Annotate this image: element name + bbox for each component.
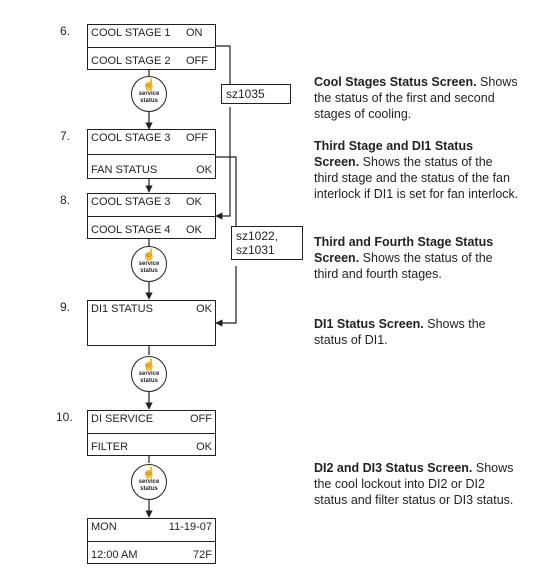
step-number: 8. [60, 193, 71, 207]
screen-value: OK [186, 224, 202, 236]
service-status-button[interactable]: ☝ service status [131, 464, 167, 500]
button-label: status [140, 378, 158, 384]
pointing-hand-icon: ☝ [142, 467, 156, 479]
description-title: DI1 Status Screen. [314, 317, 424, 331]
screen-value: OFF [186, 55, 208, 67]
home-screen: MON 11-19-07 12:00 AM 72F [87, 518, 216, 564]
lcd-screen: DI1 STATUS OK [87, 300, 216, 346]
step-number: 9. [60, 300, 71, 314]
description: Cool Stages Status Screen. Shows the sta… [314, 74, 519, 122]
time-label: 12:00 AM [91, 549, 138, 561]
pointing-hand-icon: ☝ [142, 249, 156, 261]
screen-value: OFF [186, 132, 208, 144]
screen-label: COOL STAGE 3 [91, 196, 171, 208]
lcd-screen: DI SERVICE OFF FILTER OK [87, 410, 216, 456]
screen-divider [88, 541, 215, 542]
description-title: Cool Stages Status Screen. [314, 75, 477, 89]
screen-value: OK [196, 303, 212, 315]
description: Third and Fourth Stage Status Screen. Sh… [314, 234, 519, 282]
screen-label: DI1 STATUS [91, 303, 153, 315]
lcd-screen: COOL STAGE 1 ON COOL STAGE 2 OFF [87, 24, 216, 70]
screen-label: DI SERVICE [91, 413, 154, 425]
description: Third Stage and DI1 Status Screen. Shows… [314, 138, 519, 202]
button-label: service [138, 91, 160, 97]
screen-label: COOL STAGE 3 [91, 132, 171, 144]
screen-divider [88, 216, 215, 217]
screen-divider [88, 433, 215, 434]
pointing-hand-icon: ☝ [142, 79, 156, 91]
service-status-button[interactable]: ☝ service status [131, 76, 167, 112]
screen-label: COOL STAGE 1 [91, 27, 171, 39]
screen-label: FAN STATUS [91, 164, 158, 176]
pointing-hand-icon: ☝ [142, 359, 156, 371]
step-number: 6. [60, 24, 71, 38]
screen-value: OK [186, 196, 202, 208]
button-label: service [138, 371, 160, 377]
date-value: 11-19-07 [168, 521, 212, 533]
button-label: status [140, 98, 158, 104]
description-body: Shows the status of the first and second… [314, 75, 518, 121]
reference-box: sz1035 [221, 84, 291, 104]
screen-value: OFF [190, 413, 212, 425]
temp-value: 72F [193, 549, 212, 561]
description: DI2 and DI3 Status Screen. Shows the coo… [314, 460, 519, 508]
button-label: status [140, 268, 158, 274]
screen-value: OK [196, 164, 212, 176]
button-label: status [140, 486, 158, 492]
description-title: Third Stage and DI1 Status Screen. [314, 139, 474, 169]
step-number: 7. [60, 129, 71, 143]
screen-divider [88, 154, 215, 155]
screen-value: OK [196, 441, 212, 453]
description: DI1 Status Screen. Shows the status of D… [314, 316, 519, 348]
reference-code: sz1031 [236, 243, 275, 257]
description-title: DI2 and DI3 Status Screen. [314, 461, 473, 475]
description-body: Shows the status of DI1. [314, 317, 486, 347]
screen-label: FILTER [91, 441, 129, 453]
description-body: Shows the status of the third stage and … [314, 155, 519, 201]
reference-code: sz1035 [226, 87, 265, 101]
description-body: Shows the status of the third and fourth… [314, 251, 493, 281]
reference-code: sz1022, [236, 229, 279, 243]
screen-label: COOL STAGE 4 [91, 224, 171, 236]
screen-value: ON [186, 27, 203, 39]
button-label: service [138, 479, 160, 485]
service-status-button[interactable]: ☝ service status [131, 246, 167, 282]
reference-box: sz1022, sz1031 [231, 226, 303, 260]
screen-label: COOL STAGE 2 [91, 55, 171, 67]
description-title: Third and Fourth Stage Status Screen. [314, 235, 494, 265]
service-status-button[interactable]: ☝ service status [131, 356, 167, 392]
description-body: Shows the cool lockout into DI2 or DI2 s… [314, 461, 514, 507]
lcd-screen: COOL STAGE 3 OFF FAN STATUS OK [87, 129, 216, 179]
step-number: 10. [56, 410, 73, 424]
screen-divider [88, 47, 215, 48]
button-label: service [138, 261, 160, 267]
day-label: MON [91, 521, 117, 533]
lcd-screen: COOL STAGE 3 OK COOL STAGE 4 OK [87, 193, 216, 239]
